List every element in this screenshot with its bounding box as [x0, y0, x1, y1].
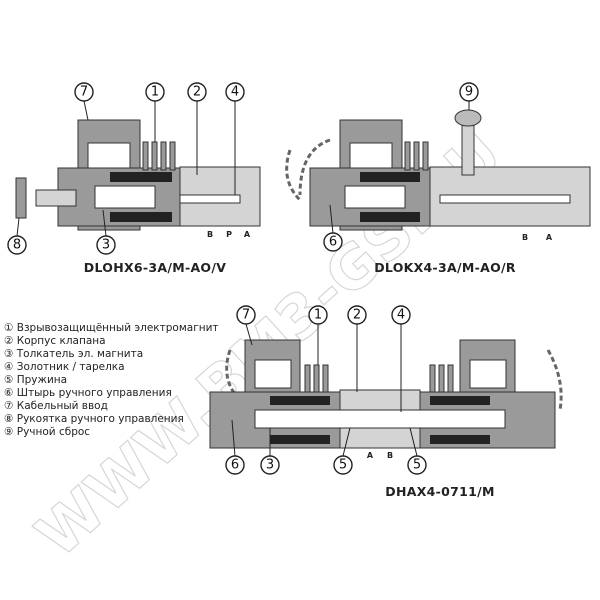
valve-dhax4: 7 1 2 4 6 3 5 5 A B DHAX4-0711/M — [209, 305, 563, 499]
manual-handle-shaft — [35, 189, 77, 207]
port-a: A — [244, 230, 251, 239]
port-b: B — [207, 230, 213, 239]
port-a: A — [367, 451, 374, 460]
legend-item: ⑨ Ручной сброс — [4, 426, 91, 438]
callout-6: 6 — [231, 458, 239, 473]
safety-chain — [285, 138, 331, 202]
valve-title: DLOKX4-3A/M-AO/R — [374, 260, 516, 275]
valve-title: DLOHX6-3A/M-AO/V — [84, 260, 226, 275]
valve-dlokx4: 9 6 B A DLOKX4-3A/M-AO/R — [285, 82, 591, 275]
legend-item: ① Взрывозащищённый электромагнит — [4, 322, 219, 334]
legend-item: ⑦ Кабельный ввод — [4, 400, 108, 412]
callout-9: 9 — [465, 85, 473, 100]
legend-item: ⑥ Штырь ручного управления — [4, 387, 172, 399]
callout-1: 1 — [151, 85, 159, 100]
manual-reset-stem — [461, 124, 475, 176]
callout-6: 6 — [329, 235, 337, 250]
port-a: A — [546, 233, 553, 242]
valve-dlohx6: 7 1 2 4 8 3 B P A DLOHX6-3A/M-AO/V — [7, 82, 261, 275]
callout-4: 4 — [397, 308, 405, 323]
manual-handle — [15, 177, 27, 219]
port-b: B — [387, 451, 393, 460]
callout-2: 2 — [353, 308, 361, 323]
callout-5: 5 — [339, 458, 347, 473]
parts-legend: ① Взрывозащищённый электромагнит ② Корпу… — [4, 322, 219, 439]
callout-4: 4 — [231, 85, 239, 100]
callout-1: 1 — [314, 308, 322, 323]
manual-reset-knob — [454, 109, 482, 127]
callout-7: 7 — [80, 85, 88, 100]
callout-3: 3 — [102, 238, 110, 253]
callout-7: 7 — [242, 308, 250, 323]
legend-item: ③ Толкатель эл. магнита — [4, 348, 144, 360]
legend-item: ⑧ Рукоятка ручного управления — [4, 413, 184, 425]
callout-3: 3 — [266, 458, 274, 473]
legend-item: ④ Золотник / тарелка — [4, 361, 125, 373]
legend-item: ⑤ Пружина — [4, 374, 68, 386]
valve-title: DHAX4-0711/M — [385, 484, 494, 499]
legend-item: ② Корпус клапана — [4, 335, 106, 347]
callout-8: 8 — [13, 238, 21, 253]
port-b: B — [522, 233, 528, 242]
callout-2: 2 — [193, 85, 201, 100]
port-p: P — [226, 230, 232, 239]
callout-5: 5 — [413, 458, 421, 473]
